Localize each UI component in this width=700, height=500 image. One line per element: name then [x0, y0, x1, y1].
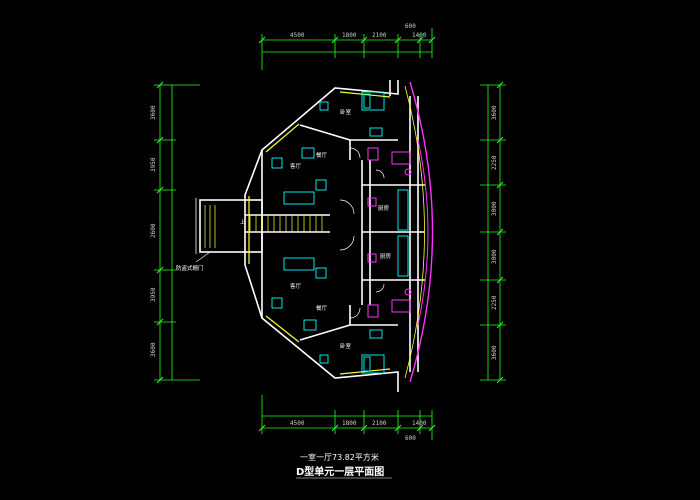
dim-left-4: 3950 — [150, 287, 157, 302]
door-swings — [339, 147, 385, 319]
dimension-lines — [154, 28, 506, 440]
balcony-curve — [404, 81, 434, 383]
dim-right-1: 3600 — [491, 105, 498, 120]
label-dining-top: 餐厅 — [316, 151, 328, 159]
area-caption: 一室一厅73.82平方米 — [300, 452, 379, 462]
label-bedroom-top: 卧室 — [340, 108, 352, 116]
stair-treads — [204, 205, 323, 248]
label-kitchen-top: 厨房 — [378, 204, 390, 212]
label-stair-up: 上 — [240, 218, 246, 226]
label-kitchen-bottom: 厨房 — [380, 252, 392, 260]
room-labels: 卧室 餐厅 客厅 厨房 上 厨房 防盗式栅门 客厅 餐厅 卧室 — [176, 108, 392, 350]
dim-bottom-4: 1400 — [412, 420, 427, 427]
dim-top-5: 600 — [405, 23, 416, 30]
dim-right-3: 3000 — [491, 201, 498, 216]
dim-bottom-1: 4500 — [290, 420, 305, 427]
dim-bottom-2: 1800 — [342, 420, 357, 427]
dim-left-2: 3950 — [150, 157, 157, 172]
drawing-title: D型单元一层平面图 — [296, 465, 384, 478]
dim-right-6: 3600 — [491, 345, 498, 360]
dim-left-1: 3600 — [150, 105, 157, 120]
label-living-bottom: 客厅 — [290, 282, 302, 290]
label-bedroom-bottom: 卧室 — [340, 342, 352, 350]
dim-top-2: 1800 — [342, 32, 357, 39]
label-living-top: 客厅 — [290, 162, 302, 170]
gate-note-leader — [195, 251, 211, 263]
windows — [248, 91, 391, 375]
dim-bottom-5: 600 — [405, 435, 416, 442]
dim-top-1: 4500 — [290, 32, 305, 39]
dimension-ticks — [156, 36, 504, 432]
dim-left-5: 3600 — [150, 342, 157, 357]
dim-top-4: 1400 — [412, 32, 427, 39]
sanitary-fixtures — [367, 147, 412, 318]
dim-right-5: 2250 — [491, 295, 498, 310]
dim-right-2: 2250 — [491, 155, 498, 170]
dimension-labels: 4500 1800 2100 1400 600 4500 1800 2100 1… — [150, 23, 498, 442]
furniture — [271, 91, 409, 374]
dim-top-3: 2100 — [372, 32, 387, 39]
dim-right-4: 3000 — [491, 249, 498, 264]
label-dining-bottom: 餐厅 — [316, 304, 328, 312]
dim-bottom-3: 2100 — [372, 420, 387, 427]
dim-left-3: 2600 — [150, 223, 157, 238]
label-gate-note: 防盗式栅门 — [176, 264, 204, 272]
entrance-rails — [195, 198, 201, 254]
